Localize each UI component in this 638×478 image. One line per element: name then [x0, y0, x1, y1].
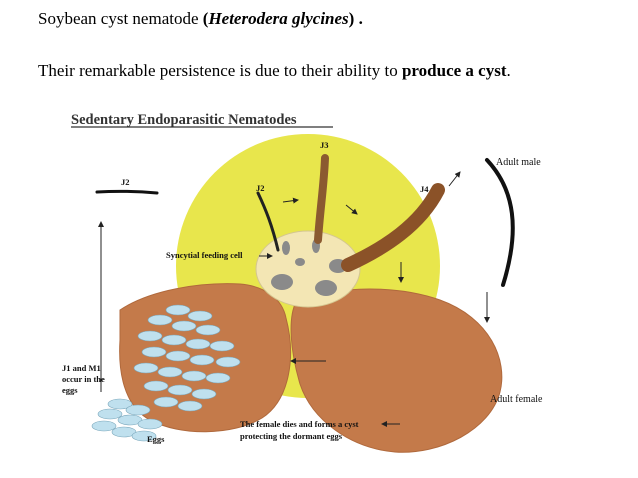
label-eggs: Eggs	[147, 434, 165, 444]
persistence-end: .	[506, 61, 511, 80]
figure-title: Sedentary Endoparasitic Nematodes	[71, 112, 297, 128]
arrow-j4-to-male	[448, 171, 461, 187]
label-j1-line1: J1 and M1	[62, 363, 101, 373]
title-prefix: Soybean cyst nematode	[38, 9, 203, 28]
loose-eggs	[91, 398, 163, 442]
j2-center-nematode	[256, 191, 280, 252]
eggs-in-cyst	[133, 304, 241, 412]
adult-male-nematode	[485, 158, 515, 287]
label-j3: J3	[320, 140, 329, 150]
label-dies-line2: protecting the dormant eggs	[240, 431, 343, 441]
nucleus	[271, 274, 293, 290]
label-j4: J4	[420, 184, 429, 194]
lifecycle-arrows	[98, 171, 490, 427]
j4-nematode	[341, 183, 445, 272]
label-adult-female: Adult female	[490, 394, 543, 405]
nucleus	[315, 280, 337, 296]
scientific-name: Heterodera glycines	[208, 9, 349, 28]
label-j1-line2: occur in the	[62, 374, 105, 384]
persistence-text: Their remarkable persistence is due to t…	[38, 61, 402, 80]
label-j1-line3: eggs	[62, 385, 78, 395]
label-adult-male: Adult male	[496, 157, 541, 168]
nucleus	[295, 258, 305, 266]
arrow-j3-to-j4	[345, 204, 358, 215]
label-j2-center: J2	[256, 183, 265, 193]
label-syncytial: Syncytial feeding cell	[166, 250, 243, 260]
j2-free-nematode	[95, 189, 159, 195]
title-line: Soybean cyst nematode (Heterodera glycin…	[38, 9, 363, 29]
persistence-line: Their remarkable persistence is due to t…	[38, 61, 511, 81]
paren-open: (	[202, 9, 209, 28]
label-dies-line1: The female dies and forms a cyst	[240, 419, 359, 429]
arrow-j2-to-j3	[282, 197, 299, 204]
adult-female-body	[290, 288, 503, 453]
j3-nematode	[314, 154, 329, 244]
persistence-bold: produce a cyst	[401, 61, 507, 80]
paren-close: ) .	[348, 9, 363, 28]
label-j2-left: J2	[121, 177, 130, 187]
nucleus	[282, 241, 290, 255]
